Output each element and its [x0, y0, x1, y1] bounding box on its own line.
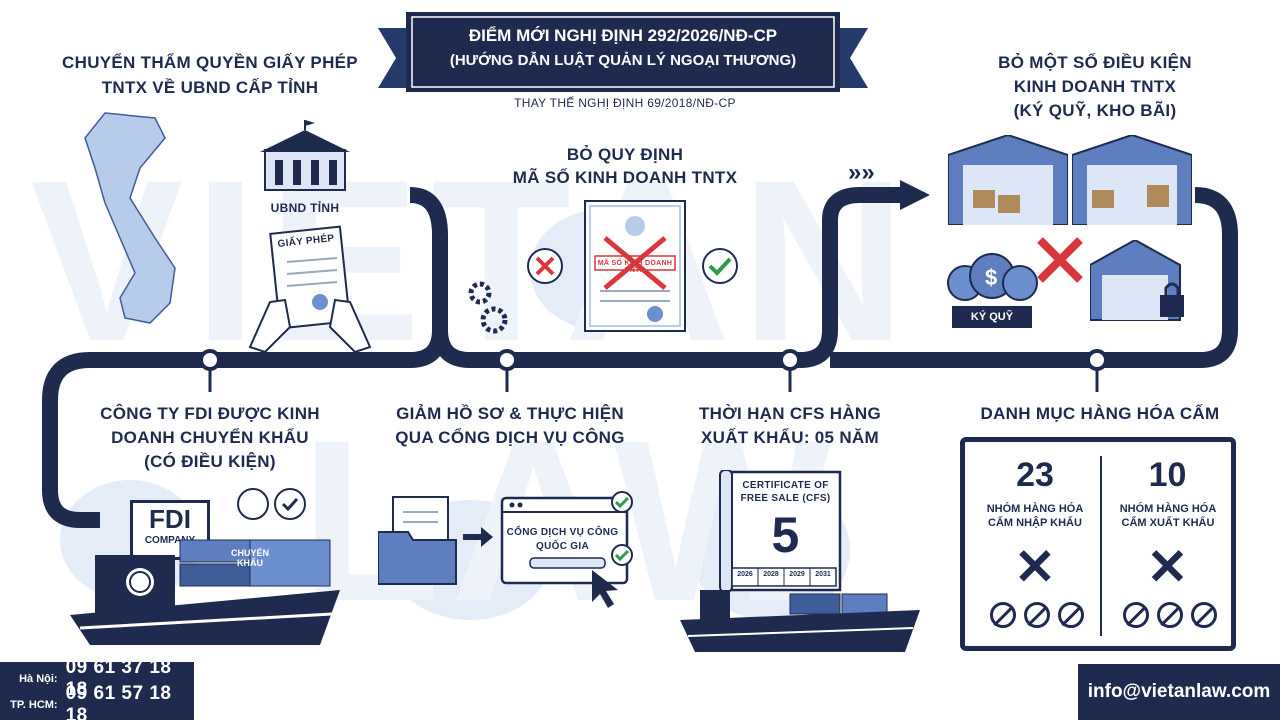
- export-count: 10: [1148, 456, 1187, 494]
- cert-year: 2029: [789, 571, 805, 578]
- item1-title-line1: CHUYỂN THẨM QUYỀN GIẤY PHÉP: [62, 53, 358, 72]
- milestone-dot: [1086, 349, 1108, 371]
- cert-year: 2031: [815, 571, 831, 578]
- reject-icon: [527, 248, 563, 284]
- permit-hands-icon: [248, 225, 372, 352]
- import-cross-icon: ✕: [1014, 539, 1056, 595]
- cert-number: 5: [771, 507, 800, 563]
- fdi-sign-main: FDI: [149, 504, 191, 534]
- ban-wood-icon: [1156, 602, 1183, 628]
- container-label-2: CHUYỂN KHẨU: [183, 590, 251, 600]
- banner-subtitle: (HƯỚNG DẪN LUẬT QUẢN LÝ NGOẠI THƯƠNG): [449, 52, 797, 69]
- item6-title-line1: THỜI HẠN CFS HÀNG: [698, 404, 882, 423]
- item4-title-line1: CÔNG TY FDI ĐƯỢC KINH: [100, 404, 320, 423]
- money-label: KÝ QUỸ: [952, 306, 1032, 328]
- phone-contact-panel: Hà Nội: 09 61 37 18 18 TP. HCM: 09 61 57…: [0, 657, 194, 726]
- cfs-certificate-icon: [719, 470, 842, 593]
- import-line2: CẤM NHẬP KHẨU: [988, 517, 1082, 529]
- cert-year: 2028: [763, 571, 779, 578]
- ubnd-label: UBND TỈNH: [270, 201, 340, 215]
- approve-icon: [702, 248, 738, 284]
- cert-line1: CERTIFICATE OF: [742, 480, 829, 491]
- milestone-dot: [496, 349, 518, 371]
- watermark-text: VIETAN: [30, 132, 916, 389]
- cargo-ship-fdi-icon: [70, 539, 340, 645]
- fdi-sign-sub: COMPANY: [144, 535, 196, 546]
- fdi-sign: FDI COMPANY: [130, 500, 210, 560]
- cert-line2: FREE SALE (CFS): [740, 493, 831, 504]
- milestone-dot: [779, 349, 801, 371]
- arrow-right-icon: [463, 527, 493, 547]
- approval-badges-icon: [237, 488, 306, 520]
- export-cross-icon: ✕: [1146, 539, 1189, 595]
- ban-biohazard-icon: [1024, 602, 1050, 628]
- hcm-label: TP. HCM:: [10, 699, 58, 711]
- import-count: 23: [1016, 456, 1054, 494]
- item6-title-line2: XUẤT KHẨU: 05 NĂM: [701, 428, 879, 447]
- hanoi-phone[interactable]: 09 61 37 18 18: [65, 657, 172, 700]
- portal-line1: CỔNG DỊCH VỤ CÔNG: [506, 527, 619, 538]
- portal-window-icon: [500, 491, 633, 608]
- banner-ribbon: [378, 12, 868, 92]
- item3-title-line2: KINH DOANH TNTX: [1013, 77, 1177, 96]
- banner-title: ĐIỂM MỚI NGHỊ ĐỊNH 292/2026/NĐ-CP: [468, 26, 778, 45]
- timeline-road: [42, 187, 448, 528]
- money-bags-icon: $: [947, 253, 1038, 301]
- import-ban-icons: [977, 602, 1097, 633]
- hcm-phone[interactable]: 09 61 57 18 18: [65, 683, 172, 726]
- svg-text:$: $: [985, 265, 997, 290]
- folder-documents-icon: [378, 496, 457, 585]
- ubnd-building-icon: [260, 120, 350, 191]
- cargo-ship-cfs-icon: [680, 590, 920, 652]
- warehouse-icon-2: [1072, 135, 1192, 225]
- import-line1: NHÓM HÀNG HÓA: [986, 503, 1084, 515]
- email-contact[interactable]: info@vietanlaw.com: [1078, 664, 1280, 720]
- replace-note: THAY THẾ NGHỊ ĐỊNH 69/2018/NĐ-CP: [514, 96, 736, 110]
- portal-line2: QUỐC GIA: [536, 541, 589, 552]
- item3-title-line1: BỎ MỘT SỐ ĐIỀU KIỆN: [998, 53, 1192, 72]
- ban-drug-icon: [1058, 602, 1084, 628]
- hanoi-label: Hà Nội:: [19, 673, 58, 685]
- cert-year: 2026: [737, 571, 753, 578]
- export-ban-icons: [1107, 602, 1232, 633]
- ban-artifact-icon: [1190, 602, 1217, 628]
- banned-goods-panel: 23 NHÓM HÀNG HÓA CẤM NHẬP KHẨU ✕ 10 NHÓM…: [960, 437, 1236, 651]
- item2-title-line2: MÃ SỐ KINH DOANH TNTX: [512, 168, 738, 187]
- panel-divider: [1100, 456, 1102, 636]
- container-label-1: CHUYỂN KHẨU: [230, 548, 269, 568]
- milestone-dot: [199, 349, 221, 371]
- item3-title-line3: (KÝ QUỸ, KHO BÃI): [1013, 101, 1177, 120]
- item5-title-line2: QUA CỔNG DỊCH VỤ CÔNG: [395, 428, 625, 447]
- item4-title-line2: DOANH CHUYỂN KHẨU: [111, 428, 309, 447]
- item2-title-line1: BỎ QUY ĐỊNH: [566, 145, 684, 164]
- item5-title-line1: GIẢM HỒ SƠ & THỰC HIỆN: [396, 404, 624, 423]
- export-line1: NHÓM HÀNG HÓA: [1119, 503, 1217, 515]
- locked-warehouse-icon: [1090, 240, 1184, 321]
- item4-title-line3: (CÓ ĐIỀU KIỆN): [144, 452, 276, 471]
- ban-chemical-icon: [1122, 602, 1149, 628]
- doc-code-label: MÃ SỐ KINH DOANH TNTX: [597, 260, 673, 274]
- document-certificate-icon: [584, 200, 686, 332]
- ban-weapon-icon: [990, 602, 1016, 628]
- cert-year-row: 2026 2028 2029 2031: [732, 571, 836, 578]
- export-line2: CẤM XUẤT KHẨU: [1121, 517, 1215, 529]
- gears-icon: [468, 281, 508, 334]
- remove-conditions-icon: [1037, 237, 1083, 283]
- warehouse-icon: [948, 135, 1068, 225]
- vietnam-map-icon: [84, 112, 176, 324]
- chevrons-icon: »»: [848, 159, 875, 186]
- item7-title: DANH MỤC HÀNG HÓA CẤM: [980, 404, 1220, 423]
- item1-title-line2: TNTX VỀ UBND CẤP TỈNH: [101, 78, 319, 97]
